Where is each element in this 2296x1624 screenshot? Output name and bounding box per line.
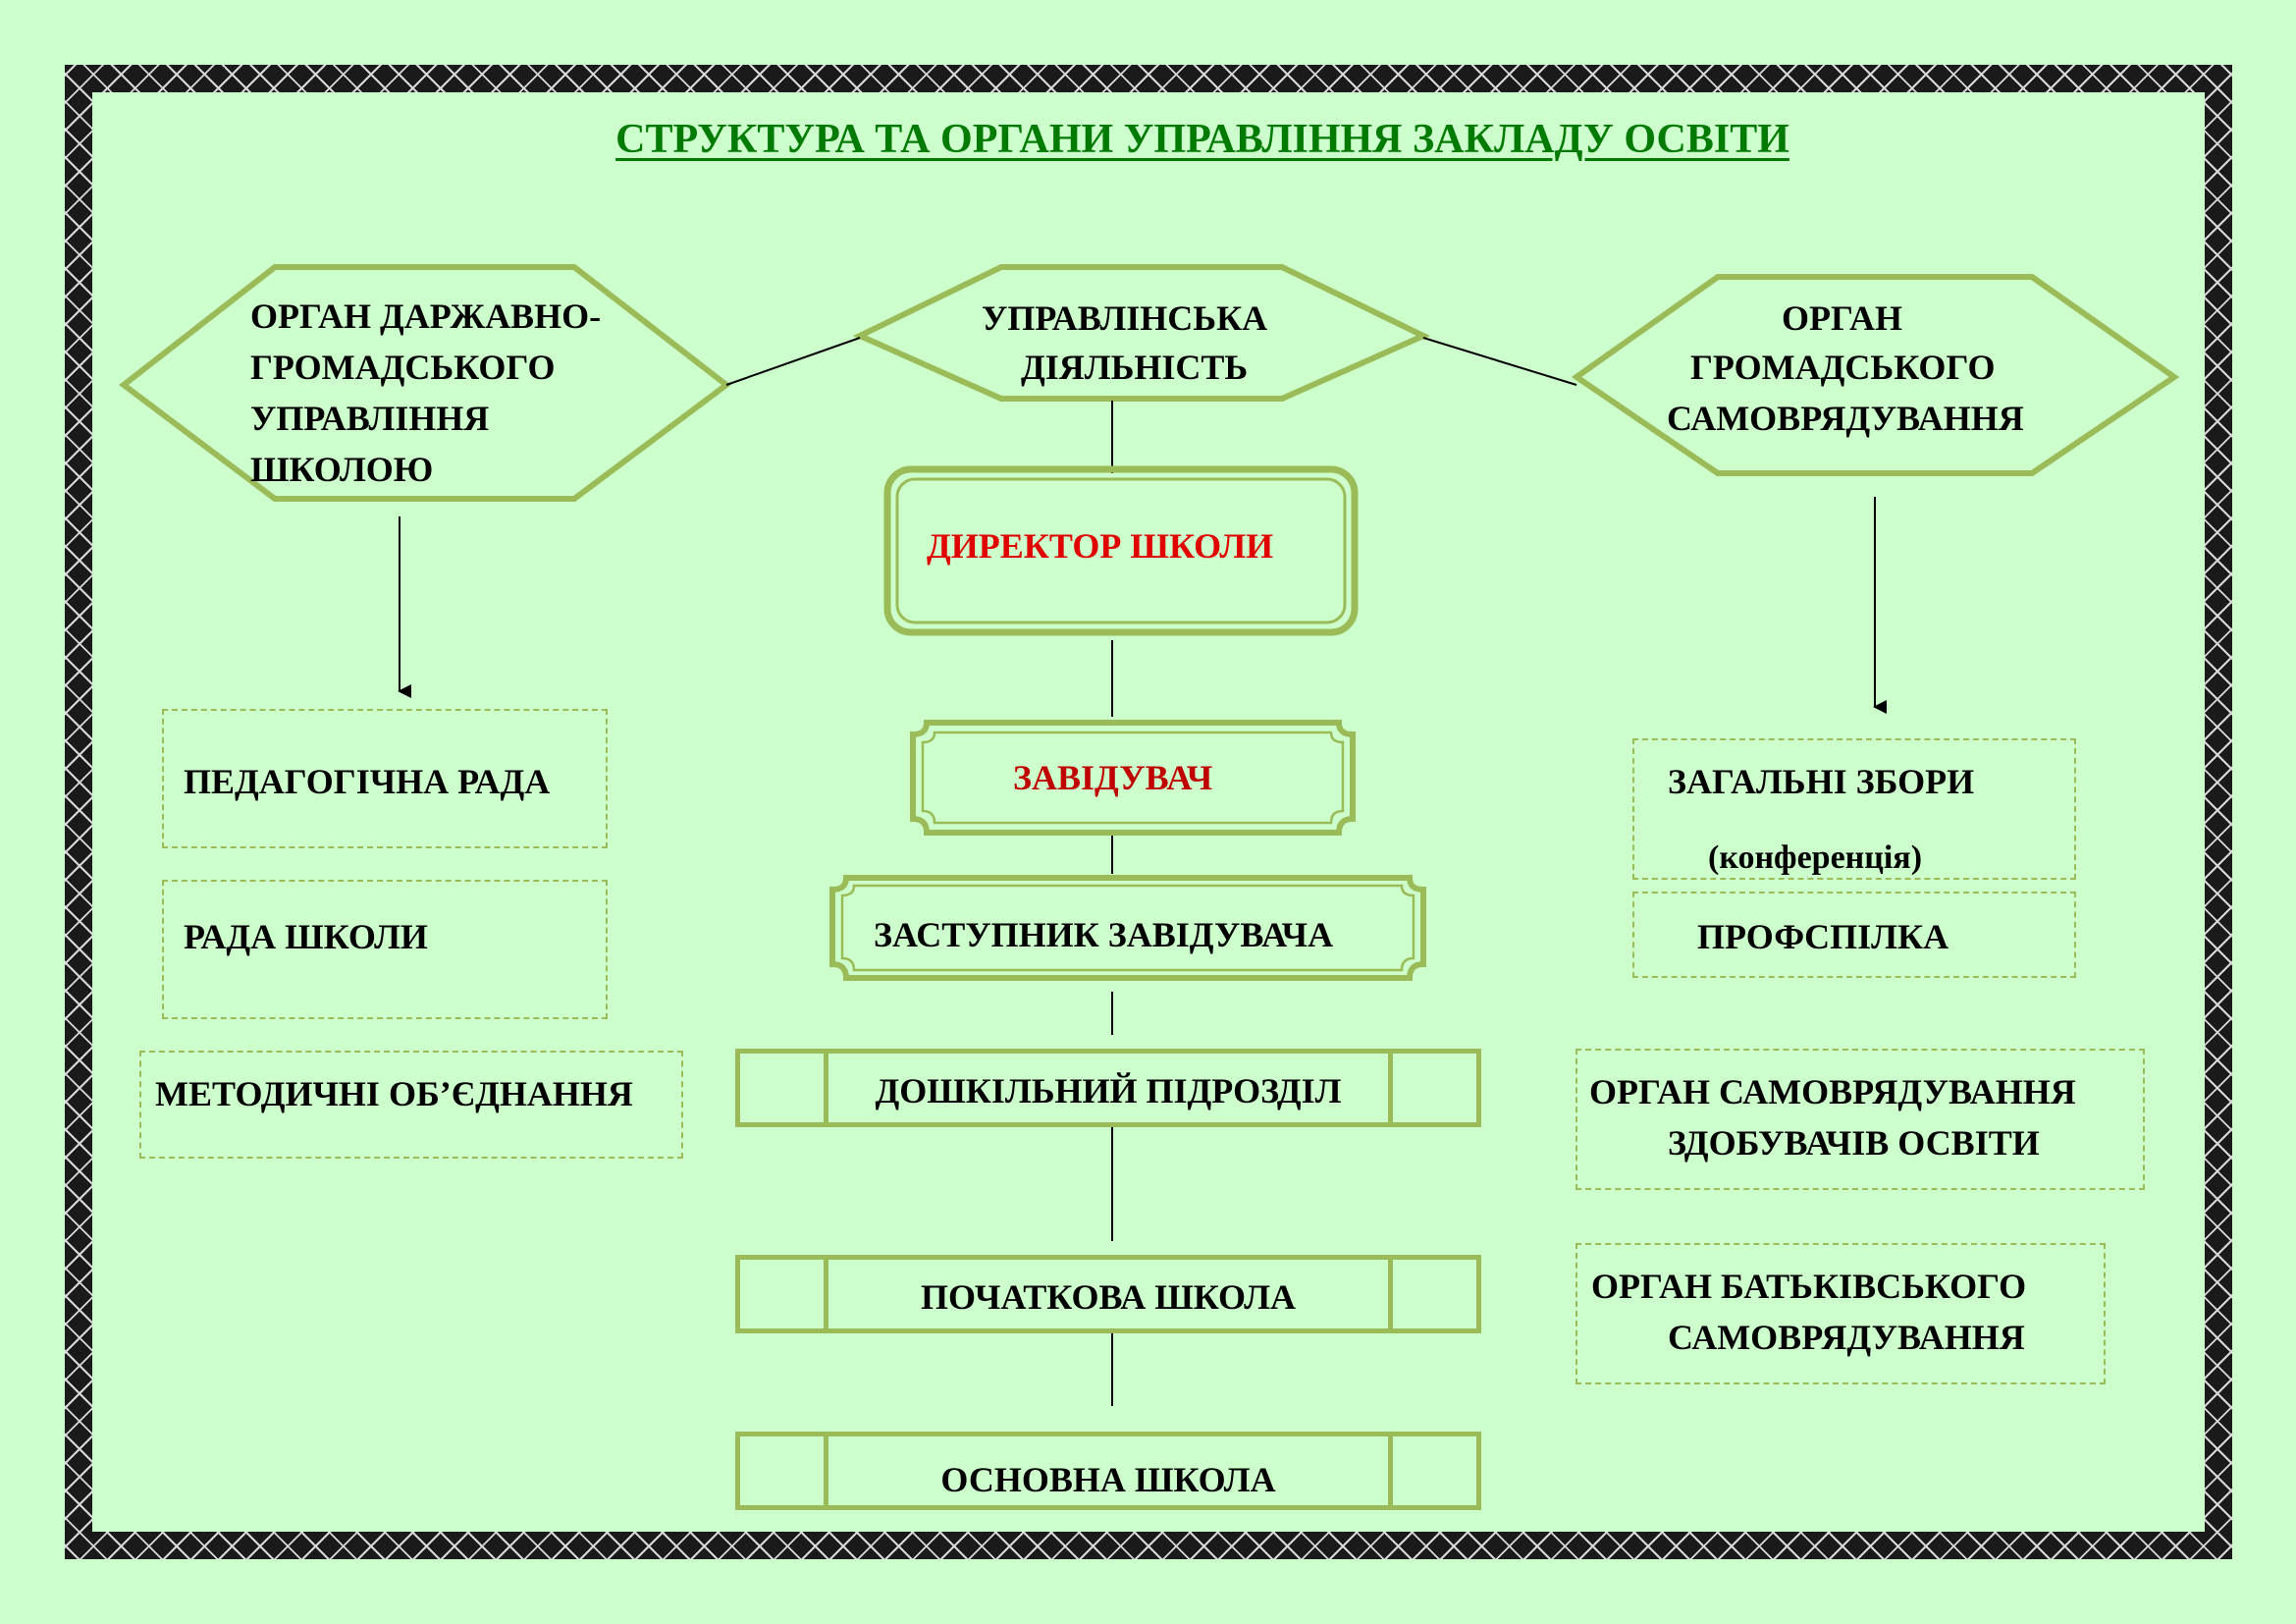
- hexagon-right: [1571, 274, 2180, 476]
- school-council-label: РАДА ШКОЛИ: [184, 917, 428, 956]
- student-self-gov-box: ОРГАН САМОВРЯДУВАННЯ ЗДОБУВАЧІВ ОСВІТИ: [1575, 1049, 2145, 1190]
- deputy-box-inner: [840, 884, 1415, 972]
- hexagon-right-line-3: САМОВРЯДУВАННЯ: [1667, 399, 2024, 438]
- parent-self-gov-line-2: САМОВРЯДУВАННЯ: [1668, 1318, 2025, 1357]
- methodical-unions-label: МЕТОДИЧНІ ОБ’ЄДНАННЯ: [155, 1074, 633, 1113]
- deputy-label: ЗАСТУПНИК ЗАВІДУВАЧА: [874, 915, 1334, 954]
- page-title: СТРУКТУРА ТА ОРГАНИ УПРАВЛІННЯ ЗАКЛАДУ О…: [615, 117, 1789, 162]
- bar-right-segment: [1388, 1054, 1476, 1122]
- connector-left-center: [725, 337, 861, 386]
- student-self-gov-line-1: ОРГАН САМОВРЯДУВАННЯ: [1589, 1072, 2076, 1111]
- methodical-unions-box: МЕТОДИЧНІ ОБ’ЄДНАННЯ: [139, 1051, 683, 1159]
- trade-union-label: ПРОФСПІЛКА: [1697, 917, 1949, 956]
- general-meeting-sublabel: (конференція): [1708, 839, 1923, 876]
- student-self-gov-line-2: ЗДОБУВАЧІВ ОСВІТИ: [1668, 1123, 2040, 1163]
- basic-school-bar: ОСНОВНА ШКОЛА: [735, 1432, 1481, 1510]
- preschool-label: ДОШКІЛЬНИЙ ПІДРОЗДІЛ: [875, 1071, 1342, 1110]
- bar-left-segment: [740, 1054, 828, 1122]
- hexagon-center: [852, 264, 1431, 402]
- pedagogical-council-label: ПЕДАГОГІЧНА РАДА: [184, 762, 551, 801]
- head-box-outer: [910, 720, 1356, 836]
- trade-union-box: ПРОФСПІЛКА: [1632, 892, 2076, 978]
- hexagon-left-line-4: ШКОЛОЮ: [250, 450, 434, 489]
- preschool-bar: ДОШКІЛЬНИЙ ПІДРОЗДІЛ: [735, 1049, 1481, 1127]
- head-box-inner: [921, 731, 1345, 825]
- bar-left-segment: [740, 1260, 828, 1328]
- basic-school-label: ОСНОВНА ШКОЛА: [940, 1460, 1276, 1499]
- pedagogical-council-box: ПЕДАГОГІЧНА РАДА: [162, 709, 608, 848]
- director-label: ДИРЕКТОР ШКОЛИ: [927, 526, 1274, 566]
- hexagon-left-line-1: ОРГАН ДАРЖАВНО-: [250, 297, 602, 336]
- bar-right-segment: [1388, 1260, 1476, 1328]
- parent-self-gov-line-1: ОРГАН БАТЬКІВСЬКОГО: [1591, 1267, 2027, 1306]
- bar-left-segment: [740, 1436, 828, 1505]
- hexagon-left-line-2: ГРОМАДСЬКОГО: [250, 348, 556, 387]
- director-box-outer: [883, 465, 1359, 636]
- primary-school-label: ПОЧАТКОВА ШКОЛА: [920, 1277, 1297, 1317]
- hexagon-center-line-2: ДІЯЛЬНІСТЬ: [1021, 348, 1249, 387]
- school-council-box: РАДА ШКОЛИ: [162, 880, 608, 1019]
- bar-right-segment: [1388, 1436, 1476, 1505]
- general-meeting-box: ЗАГАЛЬНІ ЗБОРИ: [1632, 738, 2076, 880]
- hexagon-right-line-1: ОРГАН: [1782, 298, 1902, 338]
- connector-center-right: [1422, 337, 1577, 386]
- parent-self-gov-box: ОРГАН БАТЬКІВСЬКОГО САМОВРЯДУВАННЯ: [1575, 1243, 2106, 1384]
- decorative-border-frame: [65, 65, 2232, 1559]
- deputy-box-outer: [829, 875, 1426, 981]
- hexagon-left-line-3: УПРАВЛІННЯ: [250, 399, 490, 438]
- hexagon-center-line-1: УПРАВЛІНСЬКА: [982, 298, 1268, 338]
- head-label: ЗАВІДУВАЧ: [1013, 758, 1213, 797]
- hexagon-right-line-2: ГРОМАДСЬКОГО: [1690, 348, 1996, 387]
- director-box-inner: [895, 477, 1347, 624]
- general-meeting-label: ЗАГАЛЬНІ ЗБОРИ: [1668, 762, 1975, 801]
- primary-school-bar: ПОЧАТКОВА ШКОЛА: [735, 1255, 1481, 1333]
